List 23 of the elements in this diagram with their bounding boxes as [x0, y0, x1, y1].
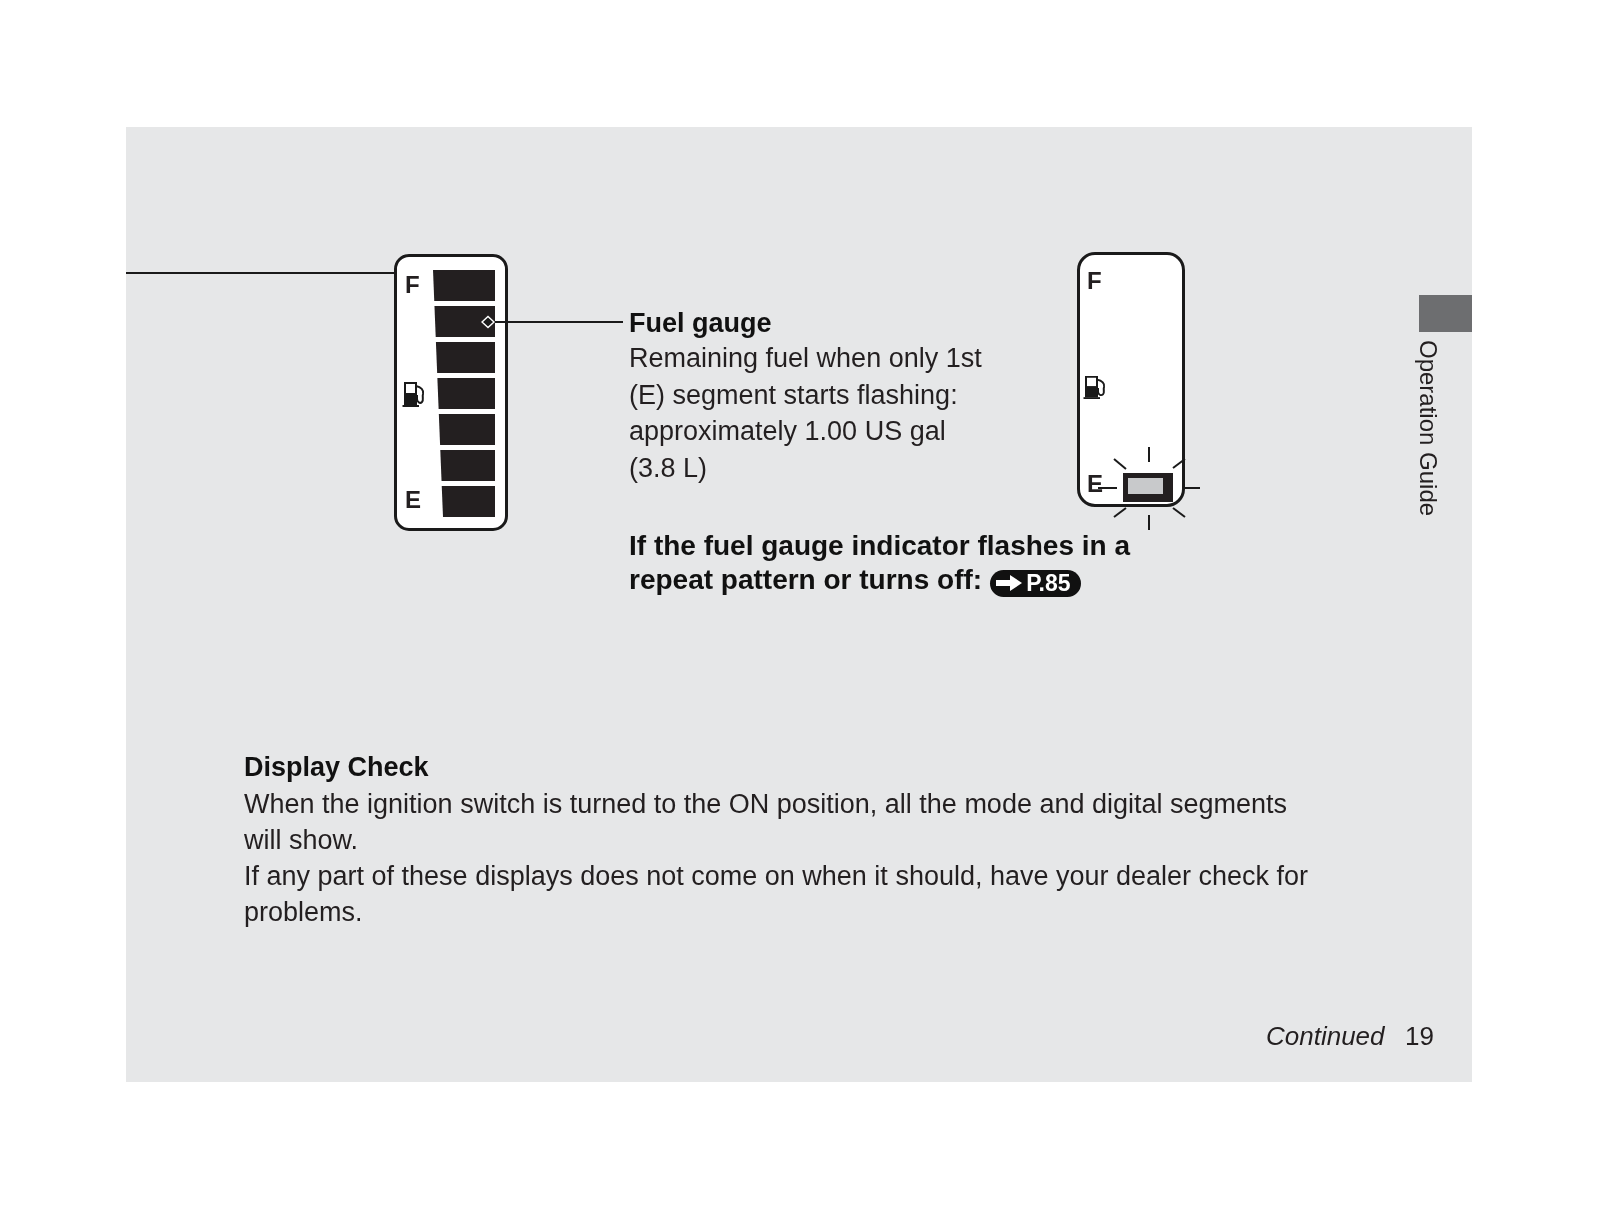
- fuel-level-segment: [441, 486, 495, 517]
- note-text: If the fuel gauge indicator flashes in a repeat pattern or turns off: P.85: [629, 529, 1132, 597]
- continued-note: Continued: [1266, 1020, 1385, 1052]
- leader-line: [481, 315, 624, 329]
- section-heading: Display Check: [244, 751, 429, 784]
- gauge-scale-letter: E: [1087, 472, 1103, 496]
- fuel-level-segment: [438, 414, 495, 445]
- description-text: Remaining fuel when only 1st (E) segment starts flashing: approximately 1.00 US gal (3.8 L): [629, 342, 983, 485]
- fuel-gauge-panel: [394, 254, 508, 531]
- fuel-level-segment: [435, 342, 495, 373]
- gauge-scale-letter: F: [1087, 269, 1102, 293]
- fuel-level-segment: [437, 378, 495, 409]
- connector-line: [125, 272, 395, 274]
- fuel-level-segment: [440, 450, 495, 481]
- gauge-scale-letter: F: [405, 273, 420, 297]
- section-heading: Fuel gauge: [629, 307, 772, 340]
- gauge-scale-letter: E: [405, 488, 421, 512]
- body-text: When the ignition switch is turned to the ON position, all the mode and digital segments will show.: [244, 788, 1289, 857]
- fuel-level-segment: [433, 270, 495, 301]
- section-title: Operation Guide: [1414, 340, 1442, 517]
- page-number: 19: [1405, 1020, 1434, 1052]
- fuel-level-segment: [434, 306, 495, 337]
- body-text: If any part of these displays does not come on when it should, have your dealer check for problems.: [244, 860, 1310, 929]
